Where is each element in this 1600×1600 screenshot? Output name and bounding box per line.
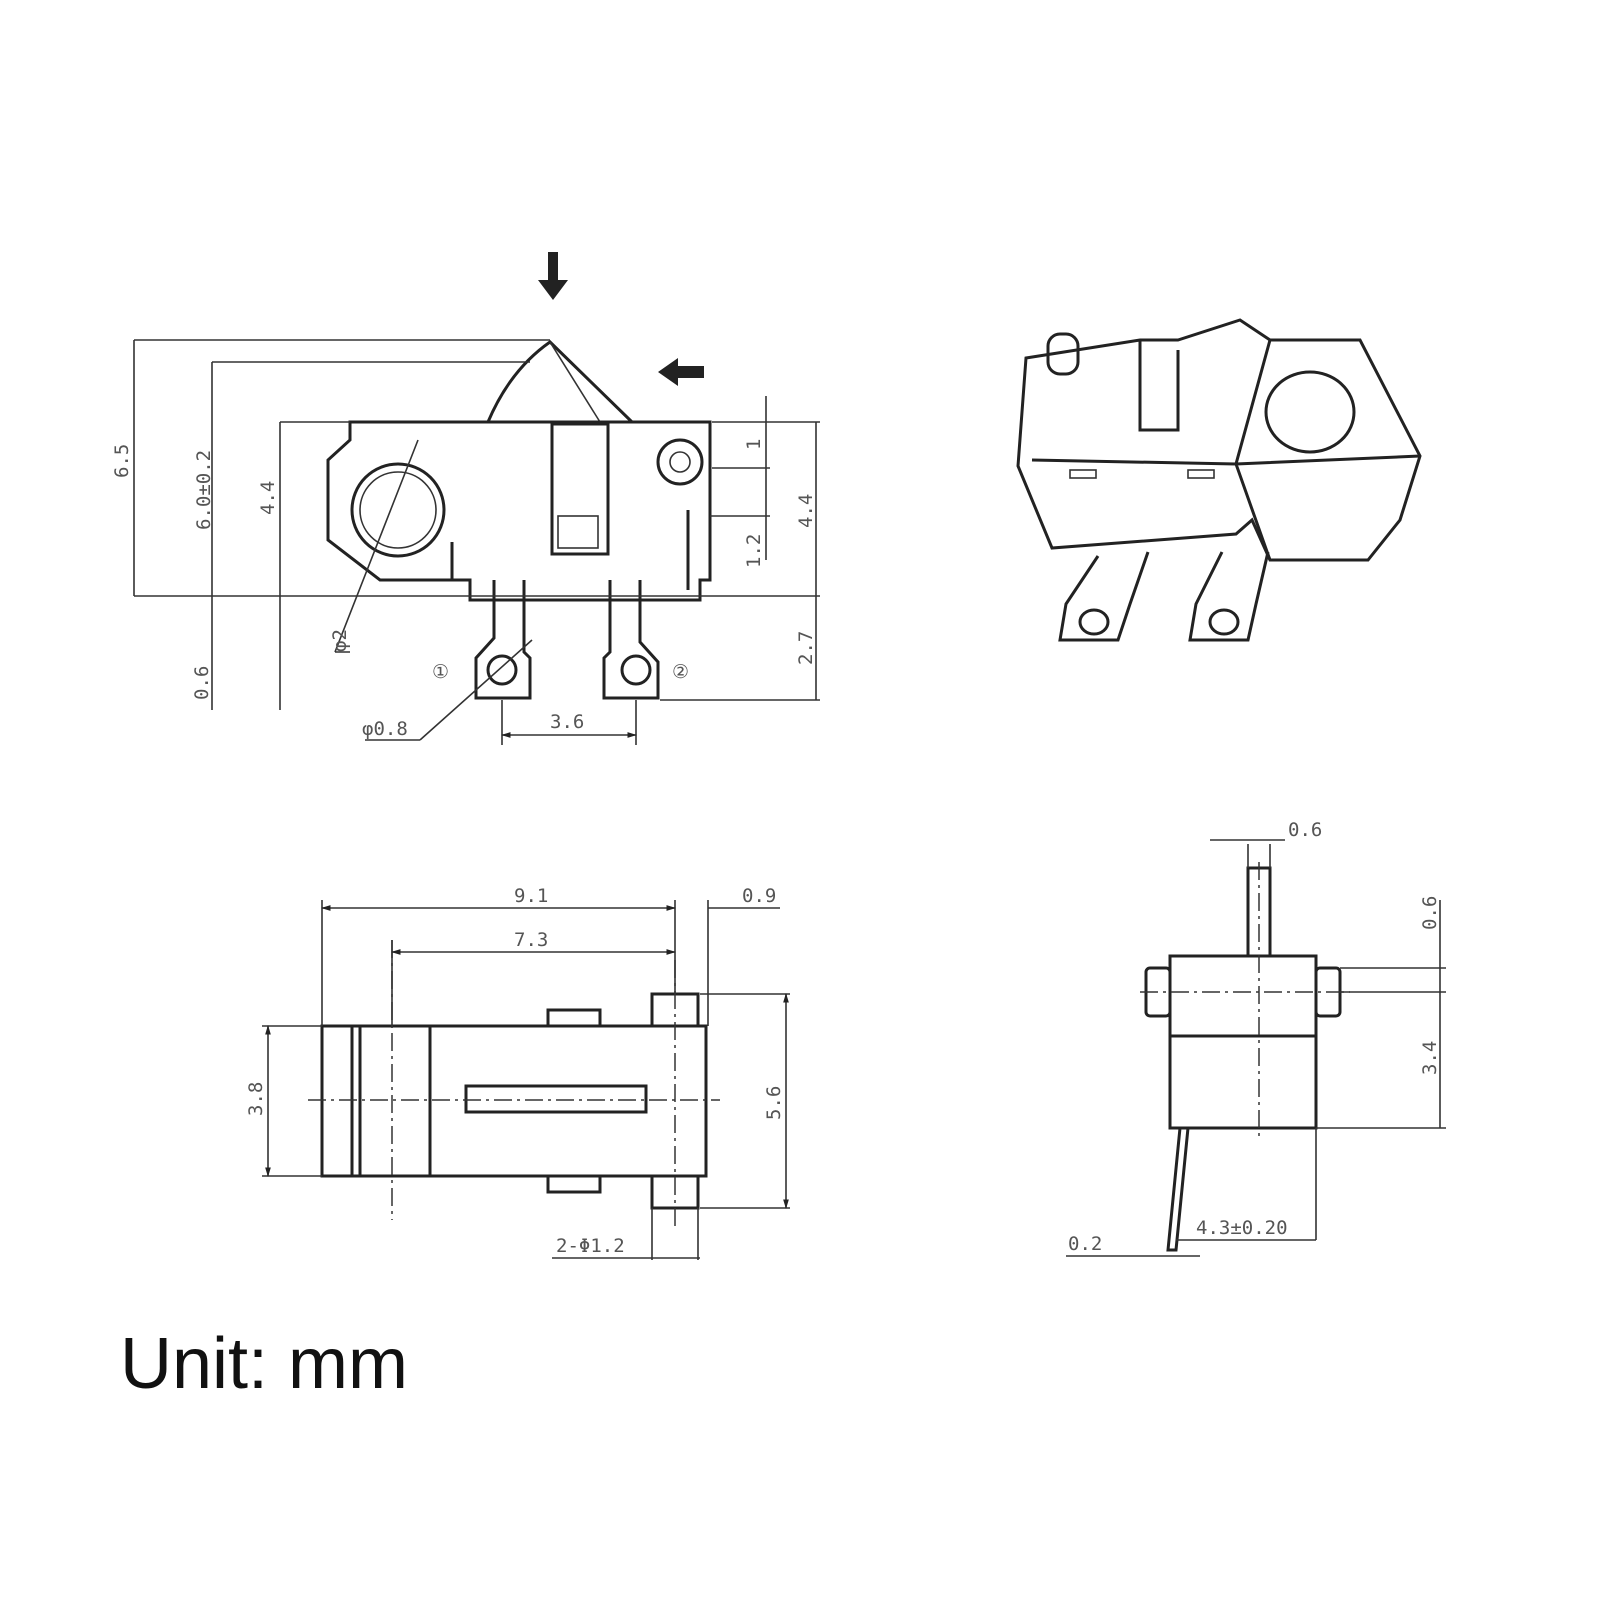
terminal-1-label: ① [432,661,449,683]
dim-pin-offset: 4.3±0.20 [1196,1217,1288,1239]
dim-pin-hole-dia: φ0.8 [362,718,408,740]
dim-flange: 0.9 [742,885,776,907]
side-view: 0.6 0.6 3.4 4.3±0.20 0.2 [1066,819,1446,1257]
dim-peg-dia: 2-Φ1.2 [556,1235,625,1257]
unit-label: Unit: mm [120,1324,408,1404]
dim-pin-pitch: 3.6 [550,711,584,733]
dim-width: 3.8 [245,1082,267,1116]
dim-lever-width: 0.6 [1288,819,1322,841]
dim-hole-dia: φ2 [329,629,351,652]
dim-overall-height: 6.5 [111,444,133,478]
dim-peg-span: 5.6 [763,1086,785,1120]
dim-actuator-height: 6.0±0.2 [193,450,215,530]
dim-mid-offset: 1.2 [743,534,765,568]
dim-peg-height: 0.6 [1419,896,1441,930]
dim-pin-length: 2.7 [795,631,817,665]
dim-length: 9.1 [514,885,548,907]
front-view: 6.5 6.0±0.2 4.4 φ2 0.6 φ0.8 3.6 1 1.2 4.… [111,252,820,745]
bottom-view: 9.1 0.9 7.3 3.8 5.6 2-Φ1.2 [245,885,790,1260]
dim-inner-length: 7.3 [514,929,548,951]
left-arrow-icon [658,358,704,386]
dim-top-offset: 1 [743,439,765,450]
dim-body-height: 4.4 [257,481,279,515]
down-arrow-icon [538,252,568,300]
dim-right-height: 4.4 [795,494,817,528]
dim-pin-thickness: 0.2 [1068,1233,1102,1255]
dim-lower-left: 0.6 [191,666,213,700]
terminal-2-label: ② [672,661,689,683]
isometric-view [1016,318,1422,642]
dim-body-height: 3.4 [1419,1041,1441,1075]
